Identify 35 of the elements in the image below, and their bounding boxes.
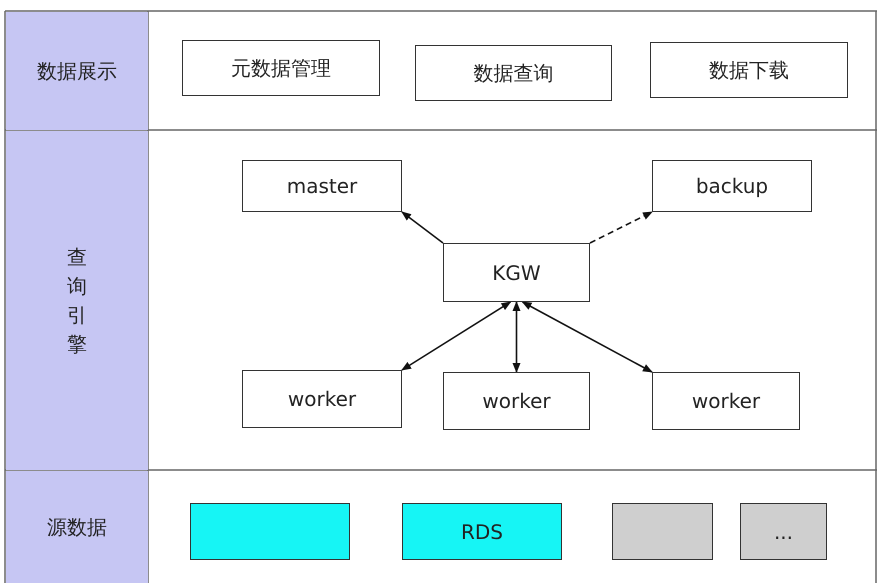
storage-box [612,503,713,560]
box-label: 数据下载 [709,56,789,84]
process-box [242,160,402,212]
storage-box [190,503,350,560]
box-label: 数据展示 [37,58,117,84]
function-box [650,42,848,98]
arrow [512,301,520,373]
box-label: master [286,174,358,198]
box-label: RDS [461,520,503,544]
process-box [443,243,590,302]
box-label: KGW [492,260,541,284]
function-box [182,40,380,96]
box-label: 元数据管理 [231,54,331,82]
box-label: worker [482,389,551,413]
arrow [590,211,653,244]
row-label [6,131,148,470]
box-label: backup [696,174,768,198]
arrow [401,211,444,244]
process-box [652,160,812,212]
box-label: 查询引擎 [66,244,88,358]
box-label: worker [692,389,760,413]
arrow [401,301,512,371]
row-label [6,12,148,130]
box-label: 源数据 [47,514,107,540]
box-label: 数据查询 [474,60,554,86]
function-box [415,45,612,101]
box-label: ... [774,520,794,544]
process-box [242,370,402,428]
arrow [522,301,653,373]
process-box [443,372,590,430]
storage-box [402,503,562,560]
box-label: worker [288,387,356,411]
row-label [6,471,148,583]
storage-box [740,503,827,560]
process-box [652,372,800,430]
